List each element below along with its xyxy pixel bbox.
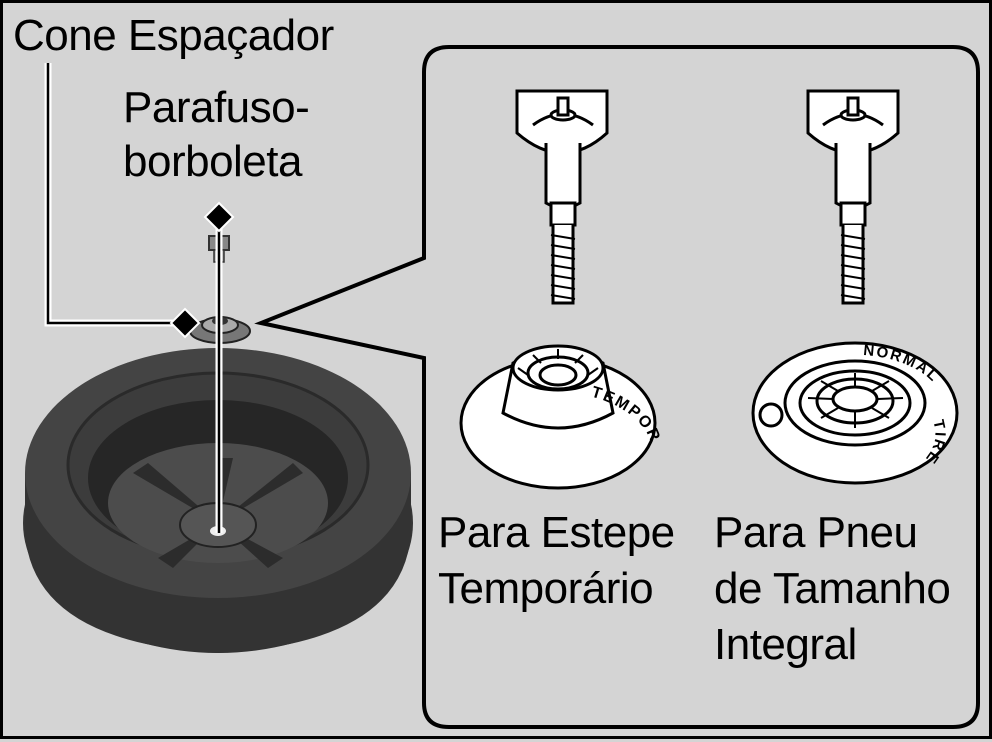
spacer-cone-marker — [169, 307, 201, 339]
wing-bolt-full-size — [806, 89, 900, 305]
cone-temporary — [459, 344, 657, 490]
wing-bolt-temporary — [515, 89, 609, 305]
full-size-label-line2: de Tamanho — [714, 564, 951, 613]
full-size-label-line1: Para Pneu — [714, 508, 918, 557]
full-size-label-line3: Integral — [714, 620, 857, 669]
wing-bolt-marker — [203, 201, 235, 233]
wing-bolt-label-line2: borboleta — [123, 137, 302, 186]
wing-bolt-label-line1: Parafuso- — [123, 83, 310, 132]
cone-full-size — [751, 341, 959, 485]
spacer-cone-label: Cone Espaçador — [13, 11, 338, 61]
temporary-label-line1: Para Estepe — [438, 508, 675, 557]
diagram-artwork: TEMPORARY TIRE NORMAL TI — [3, 3, 980, 729]
temporary-label-line2: Temporário — [438, 564, 654, 613]
